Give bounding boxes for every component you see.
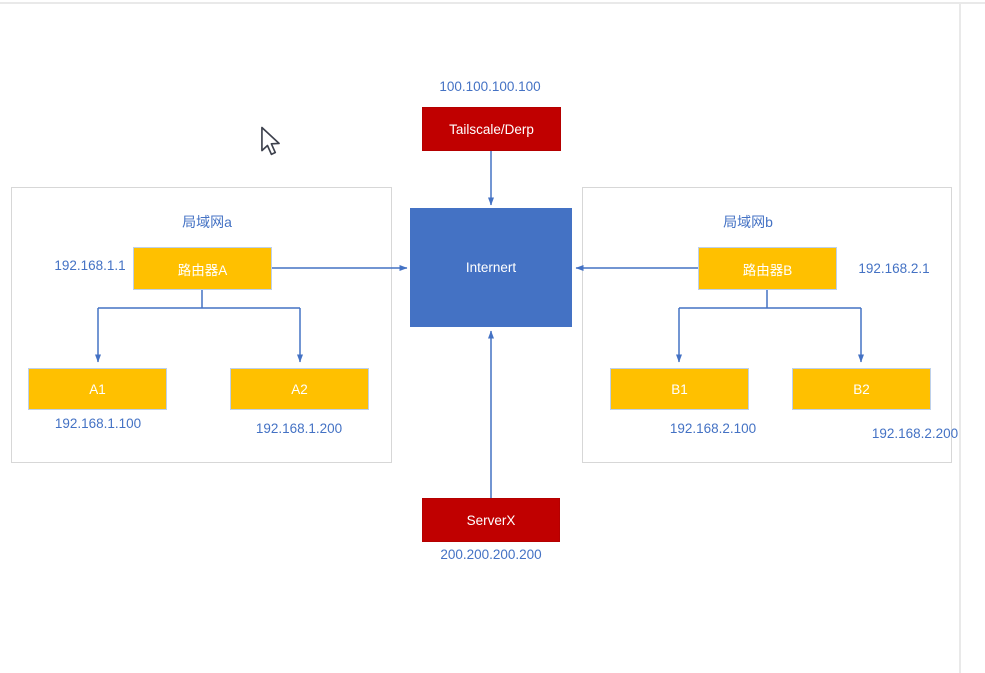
node-serverx[interactable]: ServerX [422,498,560,542]
b2-ip-label: 192.168.2.200 [871,426,959,441]
edge-router-b-branch [679,290,861,309]
edge-router-a-branch [98,290,300,309]
node-internet-label: Internert [465,260,517,275]
page-boundary-top [0,2,985,4]
node-router-b-label: 路由器B [742,262,793,278]
node-router-a-label: 路由器A [177,262,228,278]
node-serverx-label: ServerX [466,512,516,528]
node-a2[interactable]: A2 [230,368,369,410]
lan-a-container[interactable] [11,187,392,463]
node-a2-label: A2 [291,381,308,397]
lan-b-title: 局域网b [723,214,773,230]
router-b-ip-label: 192.168.2.1 [858,261,930,276]
node-tailscale-derp[interactable]: Tailscale/Derp [422,107,561,151]
node-b1[interactable]: B1 [610,368,749,410]
node-tailscale-derp-label: Tailscale/Derp [449,121,534,137]
node-router-a[interactable]: 路由器A [133,247,272,290]
node-a1[interactable]: A1 [28,368,167,410]
lan-a-title: 局域网a [182,214,232,230]
node-a1-label: A1 [89,381,106,397]
page-boundary-right [959,2,961,673]
derp-ip-label: 100.100.100.100 [439,79,541,94]
a2-ip-label: 192.168.1.200 [255,421,343,436]
lan-b-container[interactable] [582,187,952,463]
node-b2[interactable]: B2 [792,368,931,410]
node-b1-label: B1 [671,381,688,397]
node-b2-label: B2 [853,381,870,397]
serverx-ip-label: 200.200.200.200 [440,547,542,562]
router-a-ip-label: 192.168.1.1 [54,258,126,273]
a1-ip-label: 192.168.1.100 [54,416,142,431]
node-internet[interactable]: Internert [410,208,572,327]
node-router-b[interactable]: 路由器B [698,247,837,290]
b1-ip-label: 192.168.2.100 [669,421,757,436]
mouse-cursor-icon [261,126,280,156]
